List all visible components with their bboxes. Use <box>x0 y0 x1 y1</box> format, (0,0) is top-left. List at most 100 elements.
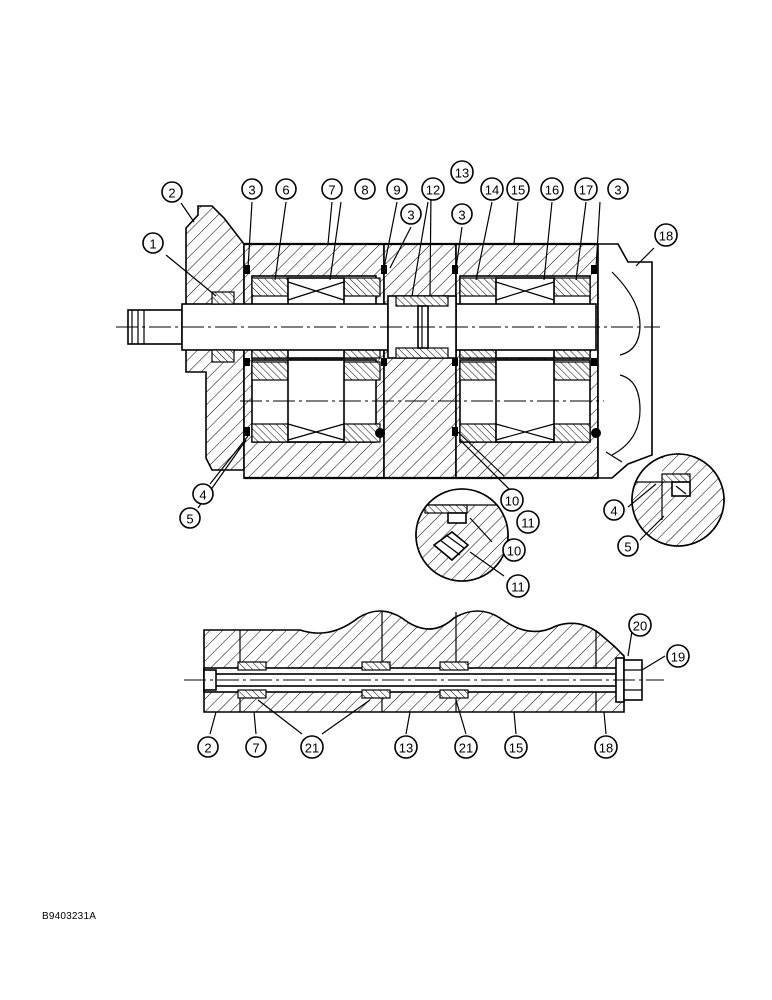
callout-circle <box>628 613 652 637</box>
callout-number: 10 <box>507 544 521 559</box>
callout-number: 16 <box>545 183 559 198</box>
callout-number: 20 <box>633 619 647 634</box>
callout-number: 15 <box>509 741 523 756</box>
callout-c-8: 8 <box>354 178 376 200</box>
callout-c-3-c: 3 <box>451 203 473 225</box>
callout-circle <box>607 178 629 200</box>
callout-c-7-bot: 7 <box>245 736 267 758</box>
callout-number: 4 <box>610 504 617 519</box>
callout-circle <box>500 488 524 512</box>
callout-number: 3 <box>407 208 414 223</box>
callout-c-10-a: 10 <box>500 488 524 512</box>
callout-c-18-top: 18 <box>654 223 678 247</box>
callout-c-11-b: 11 <box>506 574 530 598</box>
callout-c-2-top: 2 <box>161 181 183 203</box>
callout-number: 12 <box>426 183 440 198</box>
callout-number: 15 <box>511 183 525 198</box>
callout-c-19: 19 <box>666 644 690 668</box>
callout-circle <box>421 177 445 201</box>
callout-number: 3 <box>458 208 465 223</box>
callout-number: 8 <box>361 183 368 198</box>
callout-number: 13 <box>455 166 469 181</box>
callout-c-7-top: 7 <box>321 178 343 200</box>
callout-number: 18 <box>599 741 613 756</box>
callout-circle <box>386 178 408 200</box>
callout-circle <box>241 178 263 200</box>
callout-circle <box>450 160 474 184</box>
callout-circle <box>516 510 540 534</box>
callout-c-4-left: 4 <box>192 483 214 505</box>
callout-number: 10 <box>505 494 519 509</box>
callout-c-15-bot: 15 <box>504 735 528 759</box>
callout-circle <box>394 735 418 759</box>
bottom-sectional-view <box>184 610 664 713</box>
callout-number: 14 <box>485 183 499 198</box>
callout-circle <box>192 483 214 505</box>
callout-c-9: 9 <box>386 178 408 200</box>
callout-c-6: 6 <box>275 178 297 200</box>
callout-circle <box>300 735 324 759</box>
callout-c-1: 1 <box>142 232 164 254</box>
callout-circle <box>654 223 678 247</box>
callout-c-2-bot: 2 <box>197 736 219 758</box>
callout-number: 4 <box>199 488 206 503</box>
callout-c-16: 16 <box>540 177 564 201</box>
callout-c-21-b: 21 <box>454 735 478 759</box>
callout-circle <box>451 203 473 225</box>
callout-c-15-top: 15 <box>506 177 530 201</box>
callout-number: 6 <box>282 183 289 198</box>
callout-c-10-b: 10 <box>502 538 526 562</box>
detail-view-seal-b <box>605 451 725 547</box>
callout-circle <box>502 538 526 562</box>
callout-number: 18 <box>659 229 673 244</box>
callout-c-5-right: 5 <box>617 535 639 557</box>
callout-c-4-right: 4 <box>603 499 625 521</box>
callout-number: 9 <box>393 183 400 198</box>
callout-circle <box>142 232 164 254</box>
callout-circle <box>574 177 598 201</box>
callout-circle <box>275 178 297 200</box>
callout-number: 21 <box>459 741 473 756</box>
callout-c-5-left: 5 <box>179 507 201 529</box>
callout-number: 17 <box>579 183 593 198</box>
figure-reference: B9403231A <box>42 911 97 922</box>
callout-circle <box>197 736 219 758</box>
callout-circle <box>454 735 478 759</box>
callout-number: 19 <box>671 650 685 665</box>
callout-number: 2 <box>204 741 211 756</box>
callout-circle <box>504 735 528 759</box>
callout-circle <box>400 203 422 225</box>
callout-circle <box>354 178 376 200</box>
callout-number: 11 <box>521 516 535 531</box>
callout-c-20: 20 <box>628 613 652 637</box>
callout-number: 11 <box>511 580 525 595</box>
callout-number: 7 <box>252 741 259 756</box>
callout-number: 5 <box>624 540 631 555</box>
callout-c-18-bot: 18 <box>594 735 618 759</box>
callout-circle <box>603 499 625 521</box>
callout-number: 7 <box>328 183 335 198</box>
callout-c-14: 14 <box>480 177 504 201</box>
callout-number: 21 <box>305 741 319 756</box>
callout-c-11-a: 11 <box>516 510 540 534</box>
callout-circle <box>245 736 267 758</box>
callout-number: 13 <box>399 741 413 756</box>
callout-c-13-bot: 13 <box>394 735 418 759</box>
callout-circle <box>321 178 343 200</box>
callout-circle <box>617 535 639 557</box>
callout-circle <box>179 507 201 529</box>
callout-number: 1 <box>149 237 156 252</box>
callout-number: 5 <box>186 512 193 527</box>
callout-circle <box>506 574 530 598</box>
leader-lines <box>165 189 666 735</box>
callout-circle <box>666 644 690 668</box>
callout-circle <box>540 177 564 201</box>
callout-c-17: 17 <box>574 177 598 201</box>
callout-circle <box>506 177 530 201</box>
top-sectional-view <box>116 205 660 480</box>
callout-c-3-a: 3 <box>241 178 263 200</box>
callout-circle <box>594 735 618 759</box>
callout-number: 3 <box>614 183 621 198</box>
callout-c-21-a: 21 <box>300 735 324 759</box>
callout-circle <box>480 177 504 201</box>
